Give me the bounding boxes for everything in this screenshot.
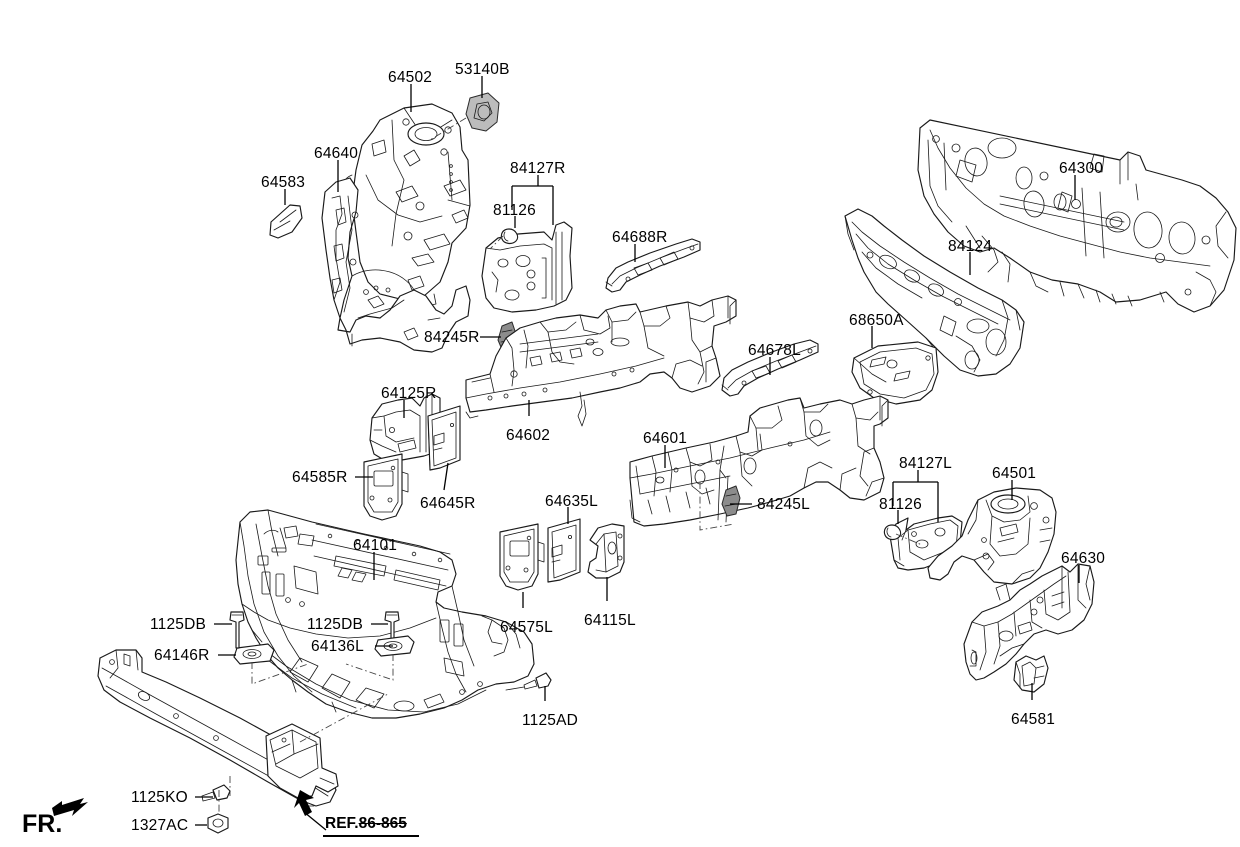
part-number-64101[interactable]: 64101 [353,537,398,554]
part-number-64581[interactable]: 64581 [1011,711,1056,728]
part-64602-shape [465,295,737,427]
part-64300-shape [917,119,1237,313]
part-84124-shape [844,208,1025,377]
part-number-64502[interactable]: 64502 [388,69,433,86]
part-64501-shape [927,487,1057,585]
reference-label[interactable]: REF.86-865 [325,816,407,832]
leader-lines [195,76,1080,826]
part-84127L-shape [889,515,963,571]
part-number-84245r[interactable]: 84245R [424,329,480,346]
part-number-64583[interactable]: 64583 [261,174,306,191]
part-1125KO-shape [201,784,231,802]
part-1125DB-left-shape [229,611,245,649]
part-number-64501[interactable]: 64501 [992,465,1037,482]
part-number-64635l[interactable]: 64635L [545,493,598,510]
part-number-64125r[interactable]: 64125R [381,385,437,402]
part-64585R-shape [363,453,409,521]
part-number-64601[interactable]: 64601 [643,430,688,447]
part-number-64678l[interactable]: 64678L [748,342,801,359]
reference-underline [323,835,419,837]
part-64583-shape [269,204,303,239]
part-64125R-shape [369,393,441,461]
part-64630-shape [963,563,1095,681]
part-64688R-shape [605,238,701,293]
part-number-64136l[interactable]: 64136L [311,638,364,655]
part-81126-lower-shape [883,524,902,541]
part-number-64300[interactable]: 64300 [1059,160,1104,177]
part-1125AD-shape [523,672,552,690]
part-number-1327ac[interactable]: 1327AC [131,817,189,834]
part-number-64602[interactable]: 64602 [506,427,551,444]
reference-struck-number: 86-865 [358,815,407,832]
part-number-84124[interactable]: 84124 [948,238,993,255]
part-number-64585r[interactable]: 64585R [292,469,348,486]
part-1125DB-right-shape [384,611,400,643]
part-bumper-beam-shape [97,649,339,807]
part-number-84127r[interactable]: 84127R [510,160,566,177]
part-84245L-shape [721,485,741,517]
part-number-68650a[interactable]: 68650A [849,312,904,329]
part-number-84127l[interactable]: 84127L [899,455,952,472]
part-64115L-shape [587,523,625,579]
part-64635L-shape [547,518,581,583]
part-84245R-shape [497,321,517,353]
reference-prefix: REF. [325,815,359,832]
part-number-64146r[interactable]: 64146R [154,647,210,664]
part-81126-upper-shape [500,228,519,245]
part-64640-shape [321,177,471,353]
part-number-64645r[interactable]: 64645R [420,495,476,512]
front-orientation-label: FR. [22,810,63,838]
part-84127R-shape [481,221,573,313]
part-64581-shape [1013,655,1049,693]
part-64502-shape [342,103,471,307]
part-number-64630[interactable]: 64630 [1061,550,1106,567]
part-64645R-shape [427,405,461,471]
part-number-1125db[interactable]: 1125DB [150,616,207,633]
leader-64645r [443,462,449,491]
part-number-64115l[interactable]: 64115L [584,612,636,629]
part-64136L-shape [374,635,415,657]
part-number-1125ko[interactable]: 1125KO [131,789,188,806]
part-68650A-shape [851,341,939,405]
part-number-81126[interactable]: 81126 [493,202,536,219]
part-1327AC-shape [207,813,229,834]
part-number-81126[interactable]: 81126 [879,496,922,513]
part-number-1125db[interactable]: 1125DB [307,616,364,633]
part-64146R-shape [233,643,275,665]
part-number-64575l[interactable]: 64575L [500,619,553,636]
part-number-64640[interactable]: 64640 [314,145,359,162]
part-number-84245l[interactable]: 84245L [757,496,810,513]
part-number-53140b[interactable]: 53140B [455,61,510,78]
part-53140B-shape [465,92,500,132]
ref-arrow-icon [294,790,327,831]
part-number-1125ad[interactable]: 1125AD [522,712,579,729]
part-number-64688r[interactable]: 64688R [612,229,668,246]
part-64575L-shape [499,523,545,591]
